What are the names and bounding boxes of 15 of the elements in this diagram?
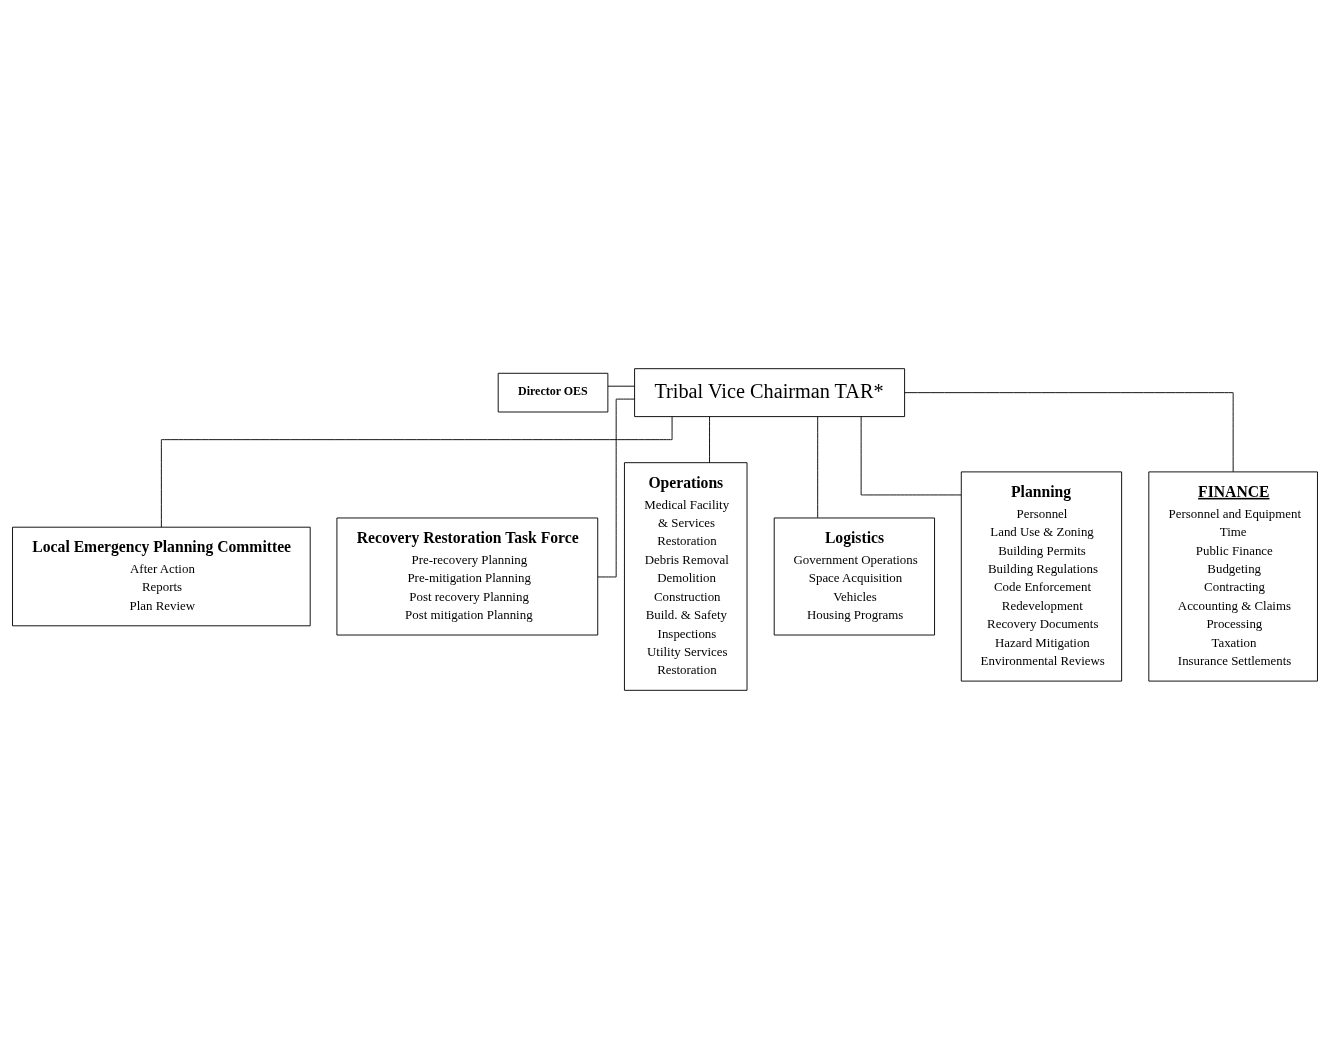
connector <box>817 416 819 519</box>
node-box: Logistics Government Operations Space Acquisition Vehicles Housing Programs <box>773 517 935 636</box>
node-box: Recovery Restoration Task Force Pre-recovery Planning Pre-mitigation Planning Post recovery Planning Post mitigation Planning <box>336 517 599 636</box>
connector <box>607 385 636 387</box>
connector <box>709 416 710 464</box>
node-box: Tribal Vice Chairman TAR* <box>634 368 906 418</box>
connector <box>597 398 635 578</box>
node-box: Planning Personnel Land Use & Zoning Building Permits Building Regulations Code Enforcement Redevelopment Recovery Documents Hazard Mitigation Environmental Reviews <box>960 471 1123 682</box>
node-box: FINANCE Personnel and Equipment Time Public Finance Budgeting Contracting Accounting & Claims Processing Taxation Insurance Settlements <box>1148 471 1318 682</box>
node-box: Director OES <box>497 372 609 413</box>
connector <box>904 392 1234 473</box>
node-box: Operations Medical Facility & Services Restoration Debris Removal Demolition Construction Build. & Safety Inspections Utility Services Restoration <box>624 462 748 691</box>
connector <box>860 416 962 496</box>
node-box: Local Emergency Planning Committee After Action Reports Plan Review <box>12 526 311 627</box>
connector <box>160 416 673 528</box>
